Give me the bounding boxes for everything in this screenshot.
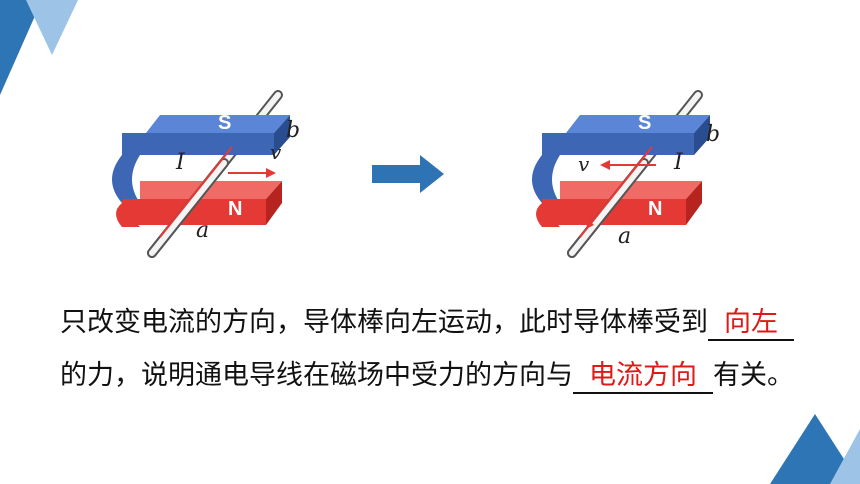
pole-label-n: N xyxy=(648,198,662,220)
magnet-diagram-right: S N b a I v xyxy=(532,90,720,258)
current-label: I xyxy=(175,150,186,175)
end-label-b: b xyxy=(286,118,300,143)
magnet-top-s xyxy=(532,115,710,203)
question-line-1: 只改变电流的方向，导体棒向左运动，此时导体棒受到向左 xyxy=(60,305,794,341)
pole-label-s: S xyxy=(638,112,651,134)
line2-suffix: 有关。 xyxy=(713,360,794,391)
answer-blank-2: 电流方向 xyxy=(573,360,713,394)
answer-1: 向左 xyxy=(724,307,778,338)
end-label-a: a xyxy=(618,224,631,249)
magnet-figure-left: S N b a I v xyxy=(100,85,310,265)
pole-label-s: S xyxy=(218,112,231,134)
current-label: I xyxy=(673,150,684,175)
end-label-a: a xyxy=(196,218,209,243)
answer-blank-1: 向左 xyxy=(708,307,794,341)
magnet-bottom-n xyxy=(536,181,702,227)
answer-2: 电流方向 xyxy=(589,360,697,391)
magnet-diagram-left: S N b a I v xyxy=(112,90,300,258)
pole-label-n: N xyxy=(228,198,242,220)
magnet-figure-right: S N b a I v xyxy=(520,85,730,265)
question-line-2: 的力，说明通电导线在磁场中受力的方向与电流方向有关。 xyxy=(60,358,794,394)
velocity-label: v xyxy=(270,140,282,164)
bottom-right-decoration xyxy=(770,414,860,484)
transition-arrow-icon xyxy=(372,155,444,193)
velocity-label: v xyxy=(578,152,590,176)
line2-text: 的力，说明通电导线在磁场中受力的方向与 xyxy=(60,360,573,391)
magnet-top-s xyxy=(112,115,290,203)
line1-text: 只改变电流的方向，导体棒向左运动，此时导体棒受到 xyxy=(60,307,708,338)
top-left-decoration xyxy=(0,0,78,95)
end-label-b: b xyxy=(706,122,720,147)
